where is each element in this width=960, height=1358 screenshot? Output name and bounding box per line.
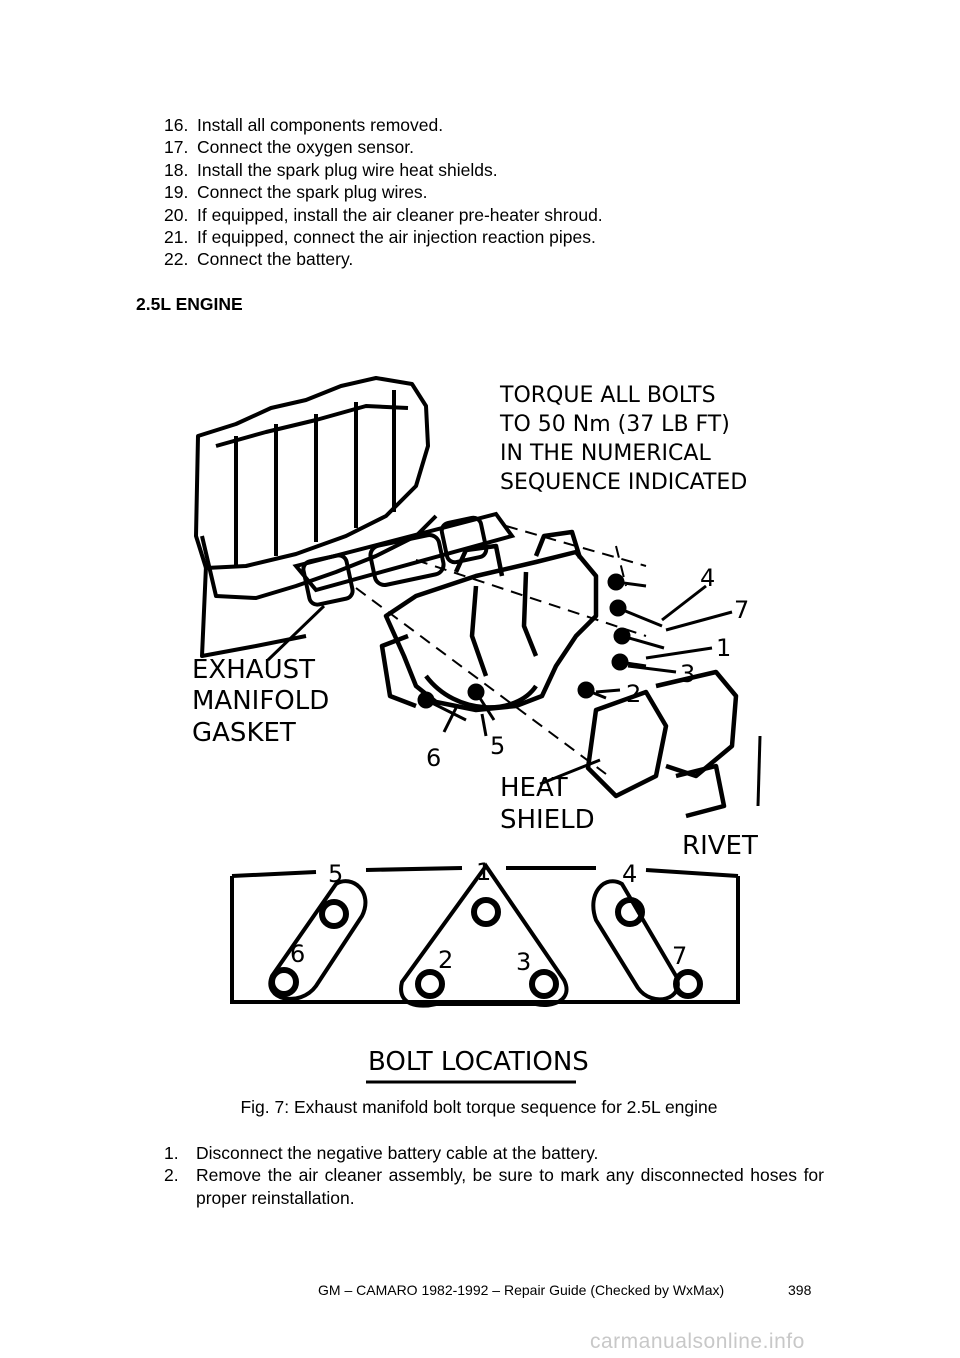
figure-caption: Fig. 7: Exhaust manifold bolt torque seq… <box>240 1097 718 1117</box>
heat-shield-drawing <box>585 669 739 819</box>
step-item: 16.Install all components removed. <box>164 115 444 135</box>
step-item: 21.If equipped, connect the air injectio… <box>164 227 596 248</box>
step-item: 2.Remove the air cleaner assembly, be su… <box>164 1165 824 1208</box>
section-heading: 2.5L ENGINE <box>136 294 243 314</box>
bolt-number: 5 <box>490 732 505 760</box>
bolt-number: 1 <box>716 634 731 662</box>
steps-list-2-5l: 1.Disconnect the negative battery cable … <box>164 1142 824 1209</box>
bolt-number: 2 <box>626 680 641 708</box>
manifold-diagram: TORQUE ALL BOLTS TO 50 Nm (37 LB FT) IN … <box>192 376 762 1084</box>
bolt-number: 6 <box>426 744 441 772</box>
gasket-drawing <box>292 511 516 607</box>
steps-list-continued: 16.Install all components removed. 17.Co… <box>164 114 603 271</box>
figure-labels: TORQUE ALL BOLTS TO 50 Nm (37 LB FT) IN … <box>192 383 758 861</box>
bolts-drawing <box>417 573 665 722</box>
bolt-locations-label: BOLT LOCATIONS <box>368 1047 589 1077</box>
step-item: 19.Connect the spark plug wires. <box>164 182 428 203</box>
torque-note-line: TORQUE ALL BOLTS <box>499 383 716 408</box>
bolt-locations-schematic <box>230 862 740 1008</box>
watermark: carmanualsonline.info <box>590 1330 805 1353</box>
rivet-label: RIVET <box>682 831 758 861</box>
bolt-location-number: 3 <box>516 948 531 976</box>
heat-shield-label: SHIELD <box>500 805 595 835</box>
bolt-location-number: 1 <box>476 858 491 886</box>
gasket-label: GASKET <box>192 718 296 748</box>
heat-shield-label: HEAT <box>500 773 568 803</box>
torque-note-line: IN THE NUMERICAL <box>500 441 711 466</box>
footer-source: GM – CAMARO 1982-1992 – Repair Guide (Ch… <box>318 1282 725 1298</box>
alignment-lines <box>355 525 647 775</box>
page-number: 398 <box>788 1282 812 1298</box>
step-item: 22.Connect the battery. <box>164 249 354 270</box>
bolt-number: 3 <box>680 660 695 688</box>
bolt-location-number: 5 <box>328 860 343 888</box>
bolt-location-numbers: 5 1 4 6 2 3 7 <box>290 858 687 976</box>
bolt-location-number: 7 <box>672 942 687 970</box>
gasket-label: EXHAUST <box>192 655 315 685</box>
torque-note-line: SEQUENCE INDICATED <box>500 470 747 495</box>
bolt-location-number: 2 <box>438 946 453 974</box>
step-item: 18.Install the spark plug wire heat shie… <box>164 159 498 180</box>
bolt-number: 4 <box>700 564 715 592</box>
bolt-location-number: 4 <box>622 860 637 888</box>
leader-arrows <box>266 584 762 807</box>
manifold-drawing <box>379 529 599 713</box>
bolt-location-number: 6 <box>290 940 305 968</box>
gasket-label: MANIFOLD <box>192 686 329 716</box>
step-item: 1.Disconnect the negative battery cable … <box>164 1143 599 1163</box>
step-item: 17.Connect the oxygen sensor. <box>164 137 414 158</box>
bolt-number: 7 <box>734 596 749 624</box>
torque-note-line: TO 50 Nm (37 LB FT) <box>499 412 730 437</box>
exhaust-manifold-figure: TORQUE ALL BOLTS TO 50 Nm (37 LB FT) IN … <box>176 336 786 1096</box>
step-item: 20.If equipped, install the air cleaner … <box>164 204 603 225</box>
